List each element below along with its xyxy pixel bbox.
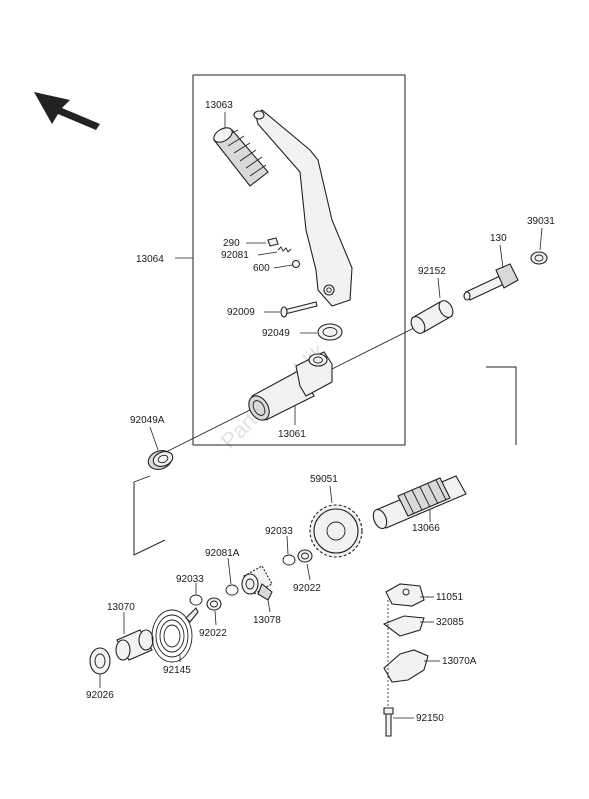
seal-a <box>147 450 174 470</box>
label-92081A: 92081A <box>205 548 240 559</box>
lead-92081A <box>227 557 232 585</box>
lead-92022-lower <box>214 610 217 626</box>
lower-frame-top <box>133 475 151 483</box>
detent-ball <box>267 237 279 247</box>
label-92022-lower: 92022 <box>199 628 227 639</box>
label-13063: 13063 <box>205 100 233 111</box>
label-92049: 92049 <box>262 328 290 339</box>
kick-pedal-lever <box>253 109 353 307</box>
collar <box>530 251 548 265</box>
oil-seal <box>317 323 343 341</box>
label-290: 290 <box>223 238 240 249</box>
washer-upper <box>297 549 313 563</box>
label-92022-upper: 92022 <box>293 583 321 594</box>
circlip-lower <box>189 594 203 606</box>
label-600: 600 <box>253 263 270 274</box>
mounting-bracket <box>385 583 425 607</box>
label-13078: 13078 <box>253 615 281 626</box>
lead-92081 <box>257 251 278 256</box>
label-13070A: 13070A <box>442 656 477 667</box>
label-11051: 11051 <box>436 592 464 603</box>
front-direction-arrow-icon <box>34 92 100 130</box>
label-92009: 92009 <box>227 307 255 318</box>
lead-39031 <box>539 227 543 251</box>
label-92033-upper: 92033 <box>265 526 293 537</box>
lead-92049A <box>149 426 159 451</box>
stopper-plate <box>382 615 425 637</box>
detent-spring <box>277 246 292 253</box>
pivot-bolt <box>463 263 519 301</box>
kick-lever-frame <box>193 74 406 446</box>
guide-plate <box>383 649 429 683</box>
label-13066: 13066 <box>412 523 440 534</box>
rubber-grip <box>213 127 269 187</box>
label-13070: 13070 <box>107 602 135 613</box>
ratchet <box>241 565 273 601</box>
lead-92152 <box>437 277 441 299</box>
label-92033-lower: 92033 <box>176 574 204 585</box>
label-92081: 92081 <box>221 250 249 261</box>
lead-600 <box>273 264 293 269</box>
label-32085: 32085 <box>436 617 464 628</box>
small-ball <box>291 259 301 269</box>
label-92150: 92150 <box>416 713 444 724</box>
kick-gear <box>309 504 363 558</box>
washer-lower <box>206 597 222 611</box>
spring-a <box>225 584 239 596</box>
pedal-bolt <box>280 301 318 318</box>
torsion-spring <box>151 607 199 663</box>
label-13061: 13061 <box>278 429 306 440</box>
kick-shaft-head <box>248 351 333 421</box>
circlip-upper <box>282 554 296 566</box>
label-92152: 92152 <box>418 266 446 277</box>
label-92145: 92145 <box>163 665 191 676</box>
lead-92033-upper <box>286 535 289 555</box>
label-92026: 92026 <box>86 690 114 701</box>
bracket-bolt <box>383 707 394 737</box>
label-39031: 39031 <box>527 216 555 227</box>
lower-frame-right <box>486 366 517 445</box>
spring-guide <box>115 629 154 661</box>
lower-frame-left <box>133 482 166 556</box>
lead-59051 <box>329 485 333 504</box>
lead-92022-upper <box>306 563 311 581</box>
lead-13078 <box>267 599 271 613</box>
label-13064: 13064 <box>136 254 164 265</box>
sleeve-bushing <box>410 300 454 334</box>
kick-shaft <box>372 475 467 530</box>
label-130: 130 <box>490 233 507 244</box>
thrust-washer <box>89 647 111 675</box>
lead-130 <box>499 244 504 269</box>
label-59051: 59051 <box>310 474 338 485</box>
label-92049A: 92049A <box>130 415 165 426</box>
